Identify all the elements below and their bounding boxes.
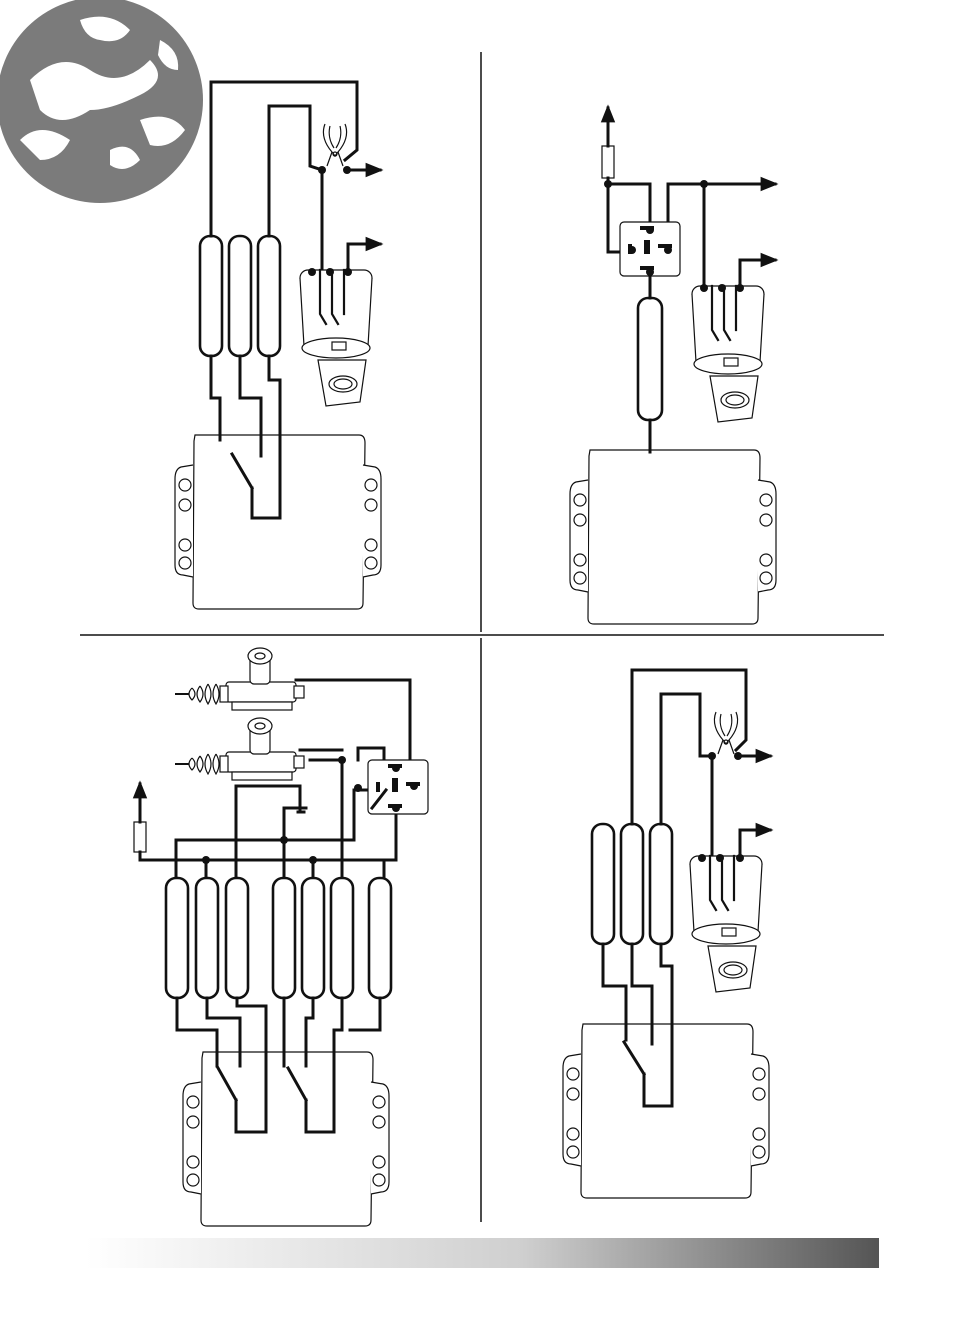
harness-wire xyxy=(166,878,188,998)
control-module xyxy=(570,450,776,624)
diagram-top-left xyxy=(175,82,381,609)
harness-wire xyxy=(592,824,614,944)
control-module xyxy=(183,1052,389,1226)
fuse-icon xyxy=(602,146,614,178)
harness-wire xyxy=(200,236,222,356)
harness-wire xyxy=(369,878,391,998)
ignition-switch-icon xyxy=(692,286,764,422)
harness-wire xyxy=(196,878,218,998)
harness-wire xyxy=(650,824,672,944)
harness-wire xyxy=(621,824,643,944)
fuse-icon xyxy=(134,822,146,852)
diagram-bottom-right xyxy=(563,670,770,1198)
ignition-switch-icon xyxy=(300,270,372,406)
harness-wire xyxy=(273,878,295,998)
footer-gradient-bar xyxy=(86,1238,879,1268)
control-module xyxy=(175,435,381,609)
door-lock-actuator-icon xyxy=(176,648,304,710)
harness-wire xyxy=(302,878,324,998)
harness-wire xyxy=(226,878,248,998)
wire-cutter-icon xyxy=(714,712,737,754)
harness-wire xyxy=(258,236,280,356)
door-lock-actuator-icon xyxy=(176,718,304,780)
ignition-switch-icon xyxy=(690,856,762,992)
diagram-bottom-left xyxy=(134,648,428,1226)
harness-wire xyxy=(331,878,353,998)
globe-logo-icon xyxy=(0,0,203,203)
diagram-top-right xyxy=(570,108,776,624)
harness-wire xyxy=(229,236,251,356)
ground-icon xyxy=(296,800,306,812)
harness-wire xyxy=(638,298,662,420)
control-module xyxy=(563,1024,769,1198)
